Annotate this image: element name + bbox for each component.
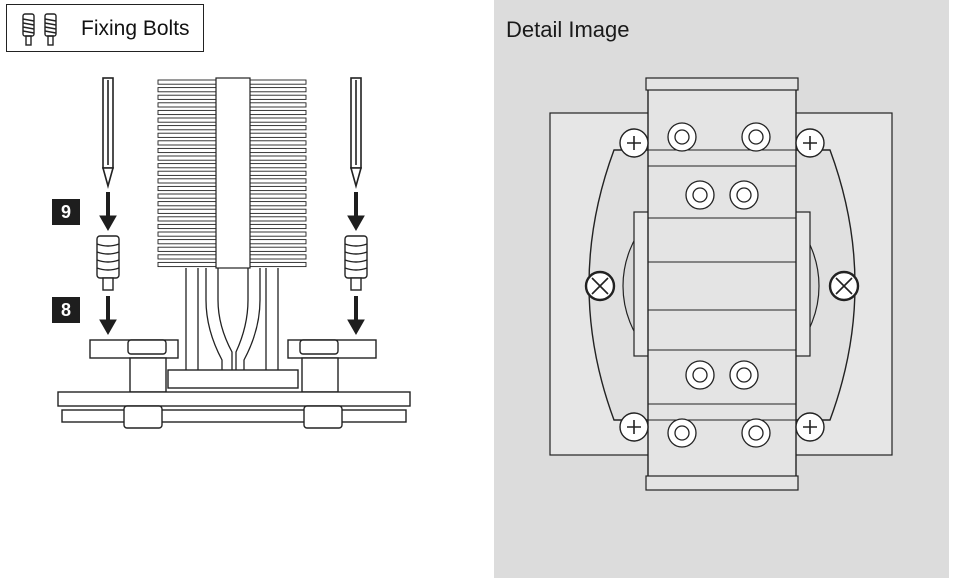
cooler-side-view (57, 77, 411, 429)
detail-title: Detail Image (506, 17, 630, 42)
heatpipe-screws (667, 122, 771, 448)
screwdriver-right (349, 77, 363, 189)
step-badge-8: 8 (52, 297, 80, 323)
heatpipes (185, 268, 279, 382)
detail-panel: Detail Image (494, 0, 949, 578)
cooler-top-view (549, 77, 893, 491)
step-badge-9: 9 (52, 199, 80, 225)
fixing-bolts-legend: Fixing Bolts (6, 4, 204, 52)
spring-bolt-left (96, 235, 120, 291)
cooler-base (57, 339, 411, 429)
spring-bolt-right (344, 235, 368, 291)
heatsink-body (647, 83, 797, 485)
heatsink-spine (215, 77, 251, 269)
fixing-bolt-icon (22, 13, 57, 46)
arrows (99, 192, 365, 336)
installation-diagram: Fixing Bolts 9 8 (0, 0, 470, 578)
screwdriver-left (101, 77, 115, 189)
legend-label: Fixing Bolts (81, 17, 190, 40)
